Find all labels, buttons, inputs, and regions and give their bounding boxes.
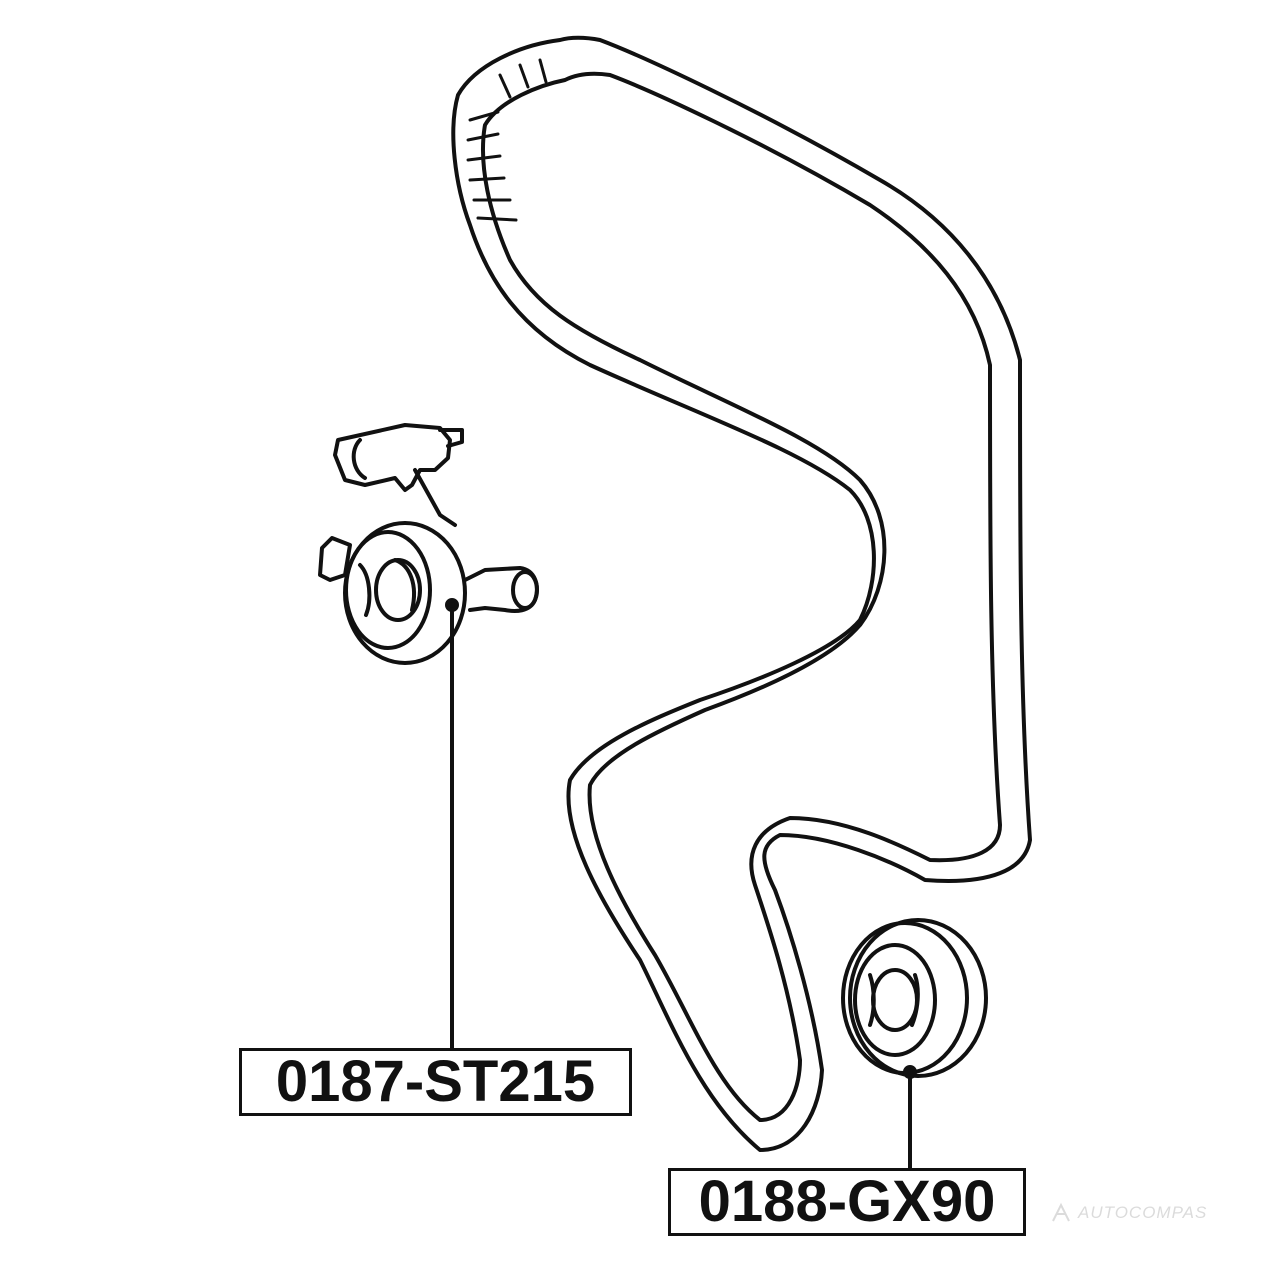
- timing-belt-inner-edge: [481, 71, 1002, 1122]
- part-number-tensioner: 0187-ST215: [239, 1048, 632, 1116]
- idler-pulley: [841, 918, 988, 1170]
- timing-belt: [451, 35, 1032, 1152]
- part-number-tensioner-text: 0187-ST215: [275, 1049, 596, 1114]
- part-number-idler-text: 0188-GX90: [698, 1169, 996, 1234]
- watermark-logo-icon: [1052, 1202, 1070, 1222]
- tensioner-assembly: [318, 423, 539, 1050]
- part-number-idler: 0188-GX90: [668, 1168, 1026, 1236]
- belt-teeth: [466, 58, 548, 222]
- watermark-text: AUTOCOMPAS: [1078, 1203, 1208, 1222]
- watermark: AUTOCOMPAS: [1050, 1202, 1207, 1224]
